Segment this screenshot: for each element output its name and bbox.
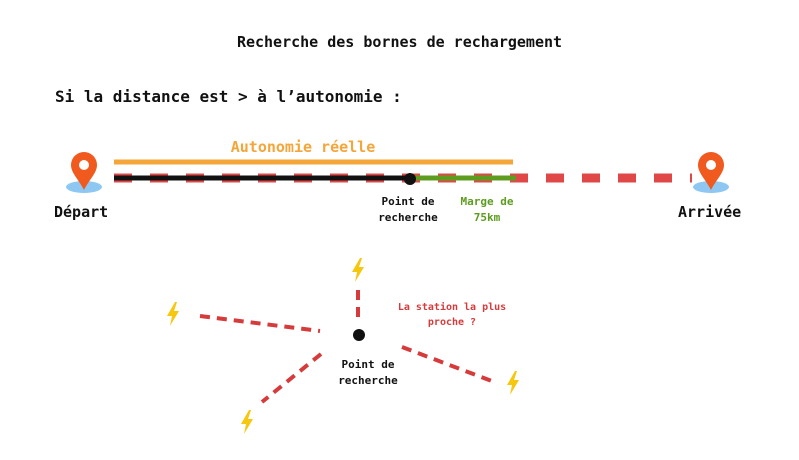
margin-label: Marge de 75km (460, 195, 514, 224)
search-ray-left (199, 314, 321, 333)
search-ray-bottom-left (260, 352, 323, 404)
lightning-bolt-icon (167, 302, 179, 326)
search-ray-right (401, 345, 498, 385)
diagram-title: Recherche des bornes de rechargement (236, 33, 563, 51)
route-search-point-label: Point de recherche (378, 195, 438, 224)
search-center-label: Point de recherche (338, 358, 398, 387)
end-label: Arrivée (678, 203, 742, 221)
start-label: Départ (54, 203, 109, 221)
lightning-bolt-icon (507, 371, 519, 395)
autonomy-label: Autonomie réelle (230, 138, 376, 156)
nearest-station-question: La station la plus proche ? (397, 302, 507, 328)
end-map-pin-icon (693, 152, 729, 193)
lightning-bolt-icon (241, 410, 253, 434)
search-point-dot (404, 173, 416, 185)
search-center-dot (353, 329, 365, 341)
lightning-bolt-icon (352, 258, 364, 282)
diagram-subtitle: Si la distance est > à l’autonomie : (55, 87, 402, 106)
start-map-pin-icon (66, 152, 102, 193)
